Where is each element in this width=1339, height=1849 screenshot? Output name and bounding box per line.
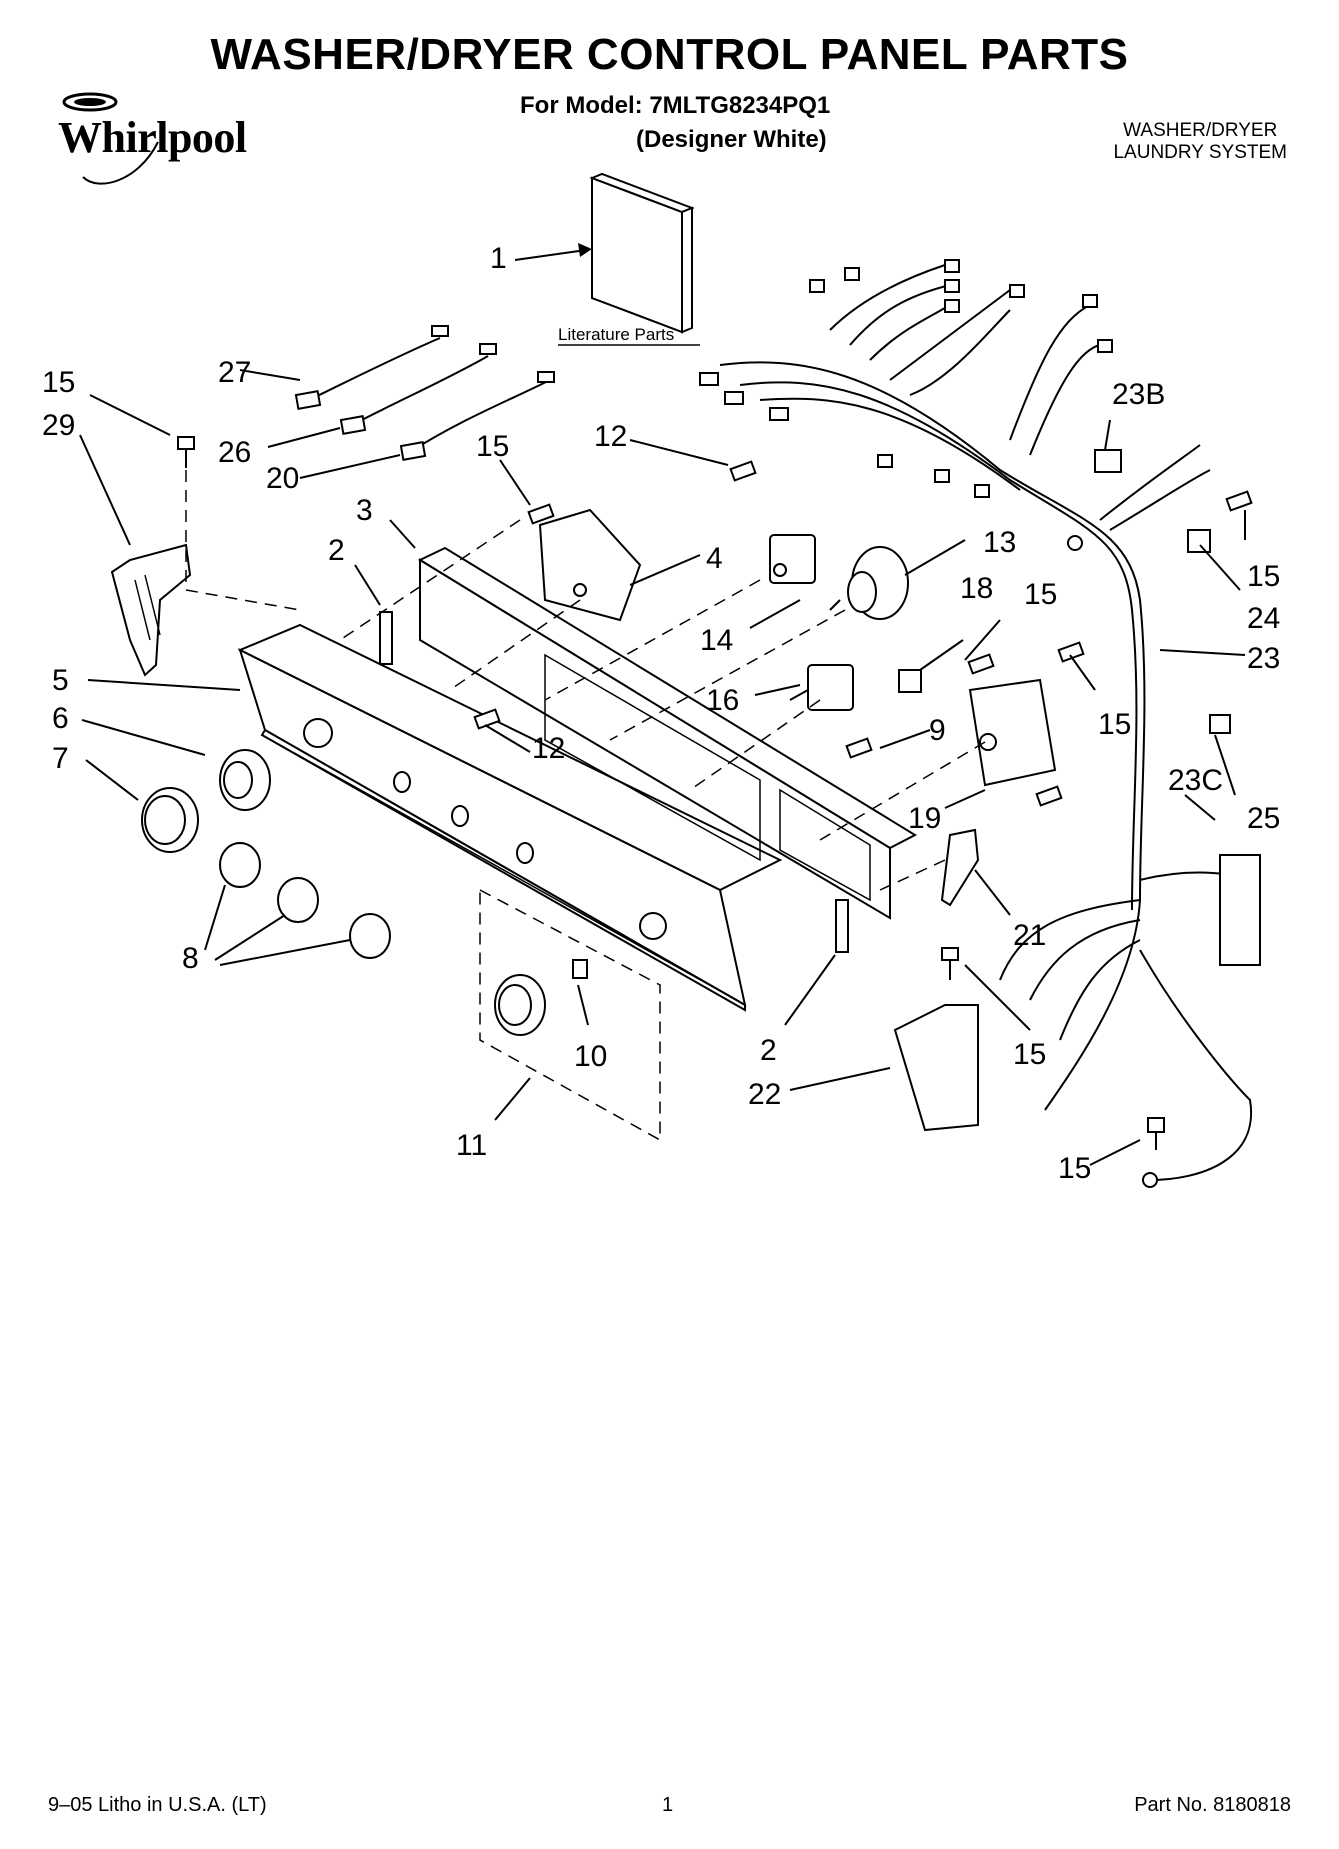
callout-29: 29 [42, 409, 75, 442]
callout-15-d: 15 [1024, 578, 1057, 611]
callout-27: 27 [218, 356, 251, 389]
knob-parts [141, 749, 588, 1036]
callout-24: 24 [1247, 602, 1280, 635]
callout-9: 9 [929, 714, 946, 747]
callout-25: 25 [1247, 802, 1280, 835]
control-board-4 [538, 508, 642, 622]
assembly-dashed-lines [339, 519, 986, 891]
callout-23C: 23C [1168, 764, 1223, 797]
page-number: 1 [662, 1794, 674, 1816]
callout-7: 7 [52, 742, 69, 775]
callout-2-b: 2 [760, 1034, 777, 1067]
callout-23B: 23B [1112, 378, 1165, 411]
callout-18: 18 [960, 572, 993, 605]
callout-14: 14 [700, 624, 733, 657]
screw-15-top-left [177, 436, 195, 468]
end-cap-22 [893, 1004, 979, 1132]
callout-19: 19 [908, 802, 941, 835]
callout-15-c: 15 [1247, 560, 1280, 593]
system-label-line1: WASHER/DRYER [1123, 120, 1278, 141]
callout-1: 1 [490, 242, 507, 275]
callout-4: 4 [706, 542, 723, 575]
callout-12-a: 12 [594, 420, 627, 453]
literature-booklet [514, 172, 695, 334]
callout-12-b: 12 [532, 732, 565, 765]
callout-8: 8 [182, 942, 199, 975]
callout-20: 20 [266, 462, 299, 495]
jumper-wires [294, 325, 555, 461]
switch-14 [769, 534, 816, 584]
connector-18 [898, 669, 922, 693]
dashline-29b [185, 589, 301, 611]
end-bracket-29 [110, 543, 192, 677]
callout-leaders [79, 369, 1246, 1166]
callout-21: 21 [1013, 919, 1046, 952]
wire-harness-23 [699, 259, 1261, 1188]
callout-15-e: 15 [1098, 708, 1131, 741]
control-console-5 [237, 623, 783, 1012]
bracket-21 [940, 828, 980, 907]
selector-switch-13 [829, 546, 909, 620]
system-label: WASHER/DRYER LAUNDRY SYSTEM [1113, 120, 1287, 164]
whirlpool-swirl-icon [62, 92, 159, 185]
callout-13: 13 [983, 526, 1016, 559]
callout-15-b: 15 [476, 430, 509, 463]
switch-16 [789, 664, 854, 711]
callout-3: 3 [356, 494, 373, 527]
system-label-line2: LAUNDRY SYSTEM [1113, 142, 1287, 163]
callout-15-a: 15 [42, 366, 75, 399]
page-title: WASHER/DRYER CONTROL PANEL PARTS [210, 30, 1129, 79]
callout-16: 16 [706, 684, 739, 717]
model-number: For Model: 7MLTG8234PQ1 [520, 92, 831, 119]
callout-10: 10 [574, 1040, 607, 1073]
callout-2-a: 2 [328, 534, 345, 567]
callout-22: 22 [748, 1078, 781, 1111]
callout-26: 26 [218, 436, 251, 469]
spacer-rod-2-left [379, 611, 393, 665]
callout-6: 6 [52, 702, 69, 735]
timer-19 [968, 678, 1057, 787]
brand-wordmark: Whirlpool [58, 113, 247, 162]
spacer-rod-2-right [835, 899, 849, 953]
callout-15-f: 15 [1013, 1038, 1046, 1071]
callout-23: 23 [1247, 642, 1280, 675]
bracket-3 [417, 546, 918, 920]
literature-caption: Literature Parts [558, 325, 674, 344]
callout-15-g: 15 [1058, 1152, 1091, 1185]
screws [473, 460, 1253, 1150]
litho-note: 9–05 Litho in U.S.A. (LT) [48, 1794, 267, 1816]
screw-15-end-cap [941, 947, 959, 961]
brand-logo: Whirlpool [58, 92, 247, 185]
callout-5: 5 [52, 664, 69, 697]
model-variant: (Designer White) [636, 126, 827, 153]
part-number: Part No. 8180818 [1134, 1794, 1291, 1816]
callout-11: 11 [456, 1129, 487, 1162]
callout-labels: 1 27 15 29 26 20 15 12 3 2 4 13 23B 15 2… [42, 242, 1280, 1185]
